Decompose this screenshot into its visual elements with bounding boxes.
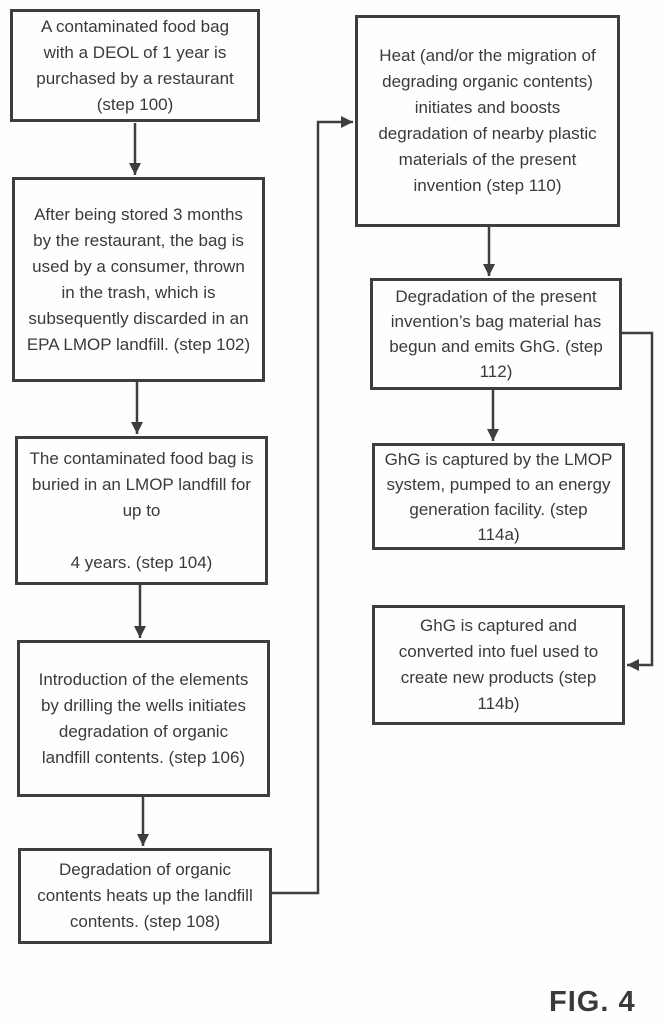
step-104-box: The contaminated food bag is buried in a… xyxy=(15,436,268,585)
step-100-box: A contaminated food bag with a DEOL of 1… xyxy=(10,9,260,122)
arrow-step-108-to-110 xyxy=(272,116,353,895)
step-106-box: Introduction of the elements by drilling… xyxy=(17,640,270,797)
step-102-box: After being stored 3 months by the resta… xyxy=(12,177,265,382)
arrow-step-112-to-114b xyxy=(622,331,654,671)
step-112-box: Degradation of the present invention’s b… xyxy=(370,278,622,390)
step-114a-box: GhG is captured by the LMOP system, pump… xyxy=(372,443,625,550)
step-110-box: Heat (and/or the migration of degrading … xyxy=(355,15,620,227)
step-108-box: Degradation of organic contents heats up… xyxy=(18,848,272,944)
figure-label: FIG. 4 xyxy=(549,986,636,1018)
step-114b-box: GhG is captured and converted into fuel … xyxy=(372,605,625,725)
